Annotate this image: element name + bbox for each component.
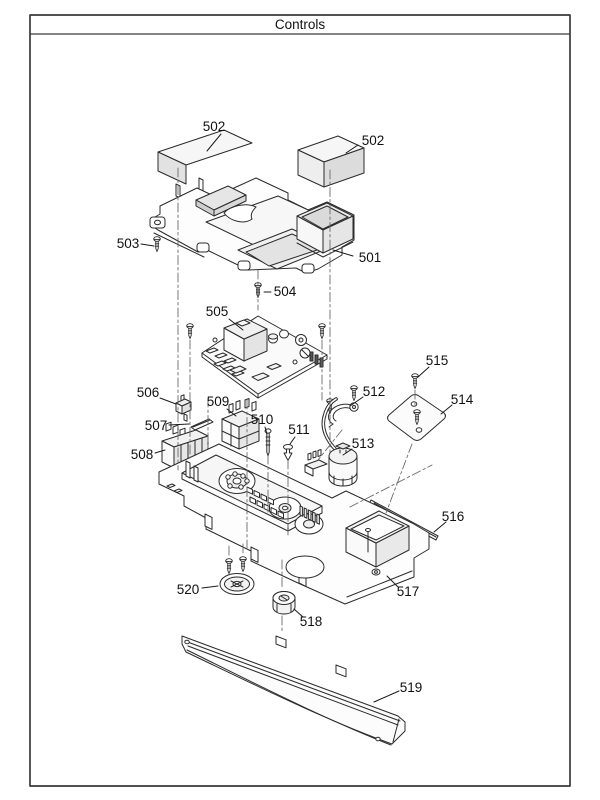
callout-517: 517 xyxy=(386,575,420,599)
part-501-housing xyxy=(149,177,355,274)
callout-label: 505 xyxy=(206,304,229,319)
alignment-centerlines xyxy=(177,167,433,633)
part-509-relay xyxy=(221,398,260,450)
callout-label: 514 xyxy=(451,392,474,407)
callout-516: 516 xyxy=(433,509,465,533)
callouts: 502 502 503 501 504 505 xyxy=(117,119,474,703)
part-520-disc xyxy=(219,573,255,595)
callout-502-left: 502 xyxy=(203,119,226,152)
callout-label: 510 xyxy=(251,412,274,427)
part-517-chassis-panel xyxy=(158,443,430,605)
part-502-cover-right xyxy=(297,135,365,188)
callout-502-right: 502 xyxy=(345,133,385,154)
callout-label: 520 xyxy=(177,582,200,597)
callout-504: 504 xyxy=(263,284,297,299)
callout-515: 515 xyxy=(417,353,449,378)
callout-label: 513 xyxy=(352,436,375,451)
callout-label: 515 xyxy=(426,353,449,368)
callout-label: 507 xyxy=(145,418,168,433)
callout-505: 505 xyxy=(206,304,244,331)
callout-509: 509 xyxy=(207,394,237,417)
callout-519: 519 xyxy=(373,680,423,703)
callout-508: 508 xyxy=(131,447,166,462)
callout-507: 507 xyxy=(145,418,190,433)
callout-label: 518 xyxy=(300,614,323,629)
callout-label: 506 xyxy=(137,385,160,400)
callout-513: 513 xyxy=(342,436,375,456)
callout-506: 506 xyxy=(137,385,177,405)
part-506-switch xyxy=(175,394,192,422)
callout-label: 502 xyxy=(203,119,226,134)
callout-511: 511 xyxy=(288,422,310,445)
part-518-knob xyxy=(272,591,296,615)
callout-label: 519 xyxy=(400,680,423,695)
callout-512: 512 xyxy=(349,384,386,407)
callout-label: 517 xyxy=(397,584,420,599)
callout-label: 502 xyxy=(362,133,385,148)
callout-510: 510 xyxy=(251,412,274,435)
part-505-circuit-board xyxy=(201,315,328,399)
part-507-insert xyxy=(190,418,214,431)
callout-label: 504 xyxy=(274,284,297,299)
callout-label: 511 xyxy=(288,422,310,437)
callout-520: 520 xyxy=(177,582,219,597)
page-title: Controls xyxy=(275,17,326,32)
callout-514: 514 xyxy=(440,392,474,415)
callout-label: 512 xyxy=(363,384,386,399)
callout-501: 501 xyxy=(332,249,382,265)
part-511-rivet xyxy=(283,444,293,461)
callout-518: 518 xyxy=(293,608,323,629)
part-513-solenoid xyxy=(321,397,358,487)
page-border xyxy=(29,14,571,787)
callout-label: 508 xyxy=(131,447,154,462)
callout-label: 509 xyxy=(207,394,230,409)
part-510-screw xyxy=(264,428,272,457)
callout-503: 503 xyxy=(117,236,155,251)
part-519-facia xyxy=(181,635,406,746)
callout-label: 501 xyxy=(359,250,382,265)
callout-label: 516 xyxy=(442,509,465,524)
callout-label: 503 xyxy=(117,236,140,251)
